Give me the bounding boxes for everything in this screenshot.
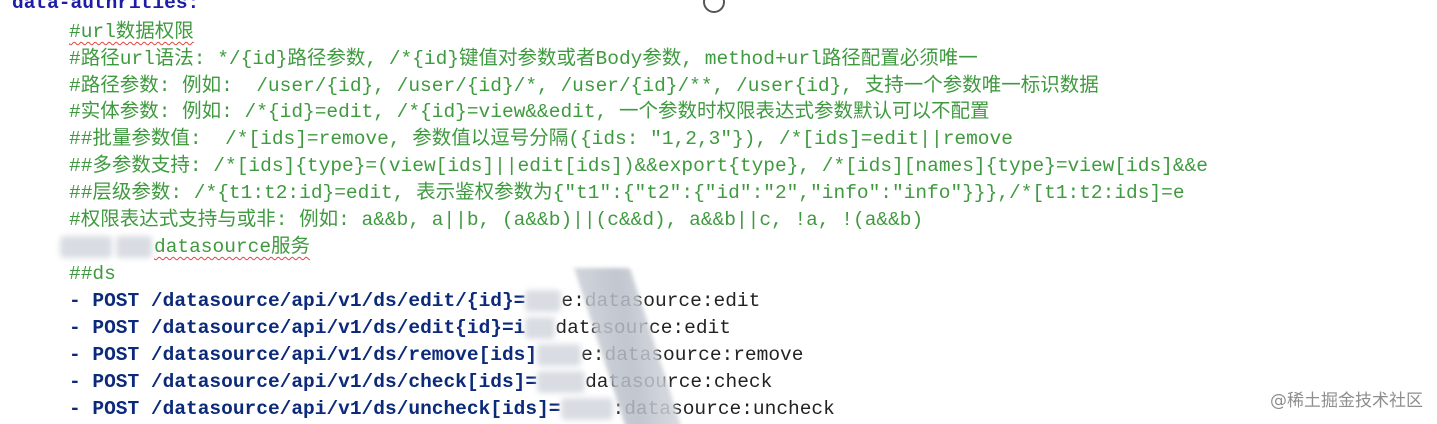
- comment-line-3: #路径参数: 例如: /user/{id}, /user/{id}/*, /us…: [69, 75, 1099, 97]
- comment-line-6: ##多参数支持: /*[ids]{type}=(view[ids]||edit[…: [69, 155, 1208, 177]
- comment-line-2: #路径url语法: */{id}路径参数, /*{id}键值对参数或者Body参…: [69, 48, 978, 70]
- comment-line-4: #实体参数: 例如: /*{id}=edit, /*{id}=view&&edi…: [69, 101, 990, 123]
- section-label: ##ds: [69, 263, 116, 285]
- comment-line-1: #url数据权限: [69, 21, 194, 43]
- route-line-5: - POST /datasource/api/v1/ds/uncheck[ids…: [69, 397, 835, 420]
- redacted-block: [560, 397, 613, 420]
- service-line: datasource服务: [12, 234, 310, 261]
- redacted-block: [116, 235, 152, 258]
- route-line-3: - POST /datasource/api/v1/ds/remove[ids]…: [69, 343, 804, 366]
- cursor-circle-icon: [703, 0, 725, 13]
- redacted-block: [525, 289, 562, 312]
- route-line-1: - POST /datasource/api/v1/ds/edit/{id}=e…: [69, 289, 761, 312]
- redacted-block: [537, 343, 582, 366]
- watermark: @稀土掘金技术社区: [1270, 391, 1423, 411]
- comment-line-5: ##批量参数值: /*[ids]=remove, 参数值以逗号分隔({ids: …: [69, 128, 1013, 150]
- root-key-line: data-authrities:: [12, 0, 200, 14]
- comment-line-7: ##层级参数: /*{t1:t2:id}=edit, 表示鉴权参数为{"t1":…: [69, 182, 1185, 204]
- comment-line-8: #权限表达式支持与或非: 例如: a&&b, a||b, (a&&b)||(c&…: [69, 209, 924, 231]
- redacted-block: [525, 316, 556, 339]
- redacted-block: [60, 235, 112, 258]
- redacted-block: [537, 370, 586, 393]
